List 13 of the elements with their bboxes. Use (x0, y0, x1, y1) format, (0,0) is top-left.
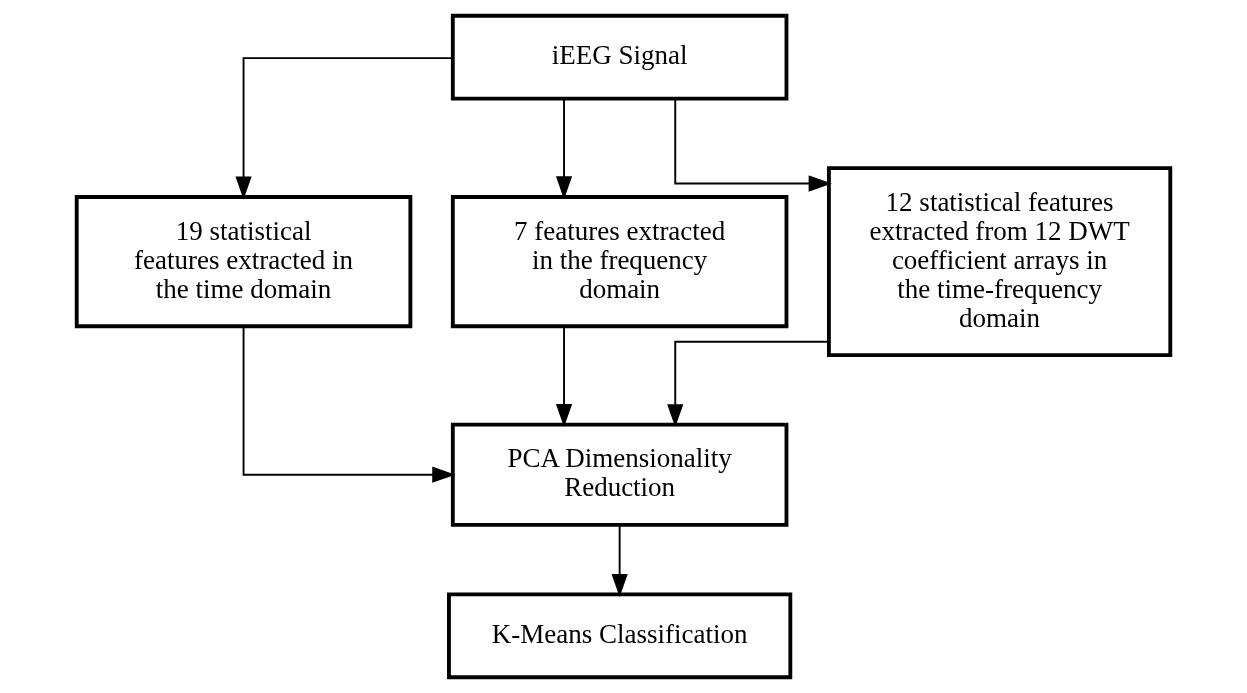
node-box: PCA Dimensionality Reduction (450, 422, 789, 527)
arrow (611, 524, 628, 598)
arrow (674, 98, 832, 192)
node-box: K-Means Classification (447, 592, 793, 680)
arrow (242, 325, 456, 483)
arrow (555, 325, 573, 428)
node-box: 12 statistical features extracted from 12 DWT coefficient arrays in the time-frequency domain (827, 166, 1173, 358)
arrow (667, 340, 830, 428)
node-box: 7 features extracted in the frequency domain (450, 195, 789, 329)
node-box: iEEG Signal (450, 13, 789, 101)
node-box: 19 statistical features extracted in the time domain (74, 195, 413, 329)
arrow (235, 57, 454, 200)
arrow (555, 98, 573, 200)
